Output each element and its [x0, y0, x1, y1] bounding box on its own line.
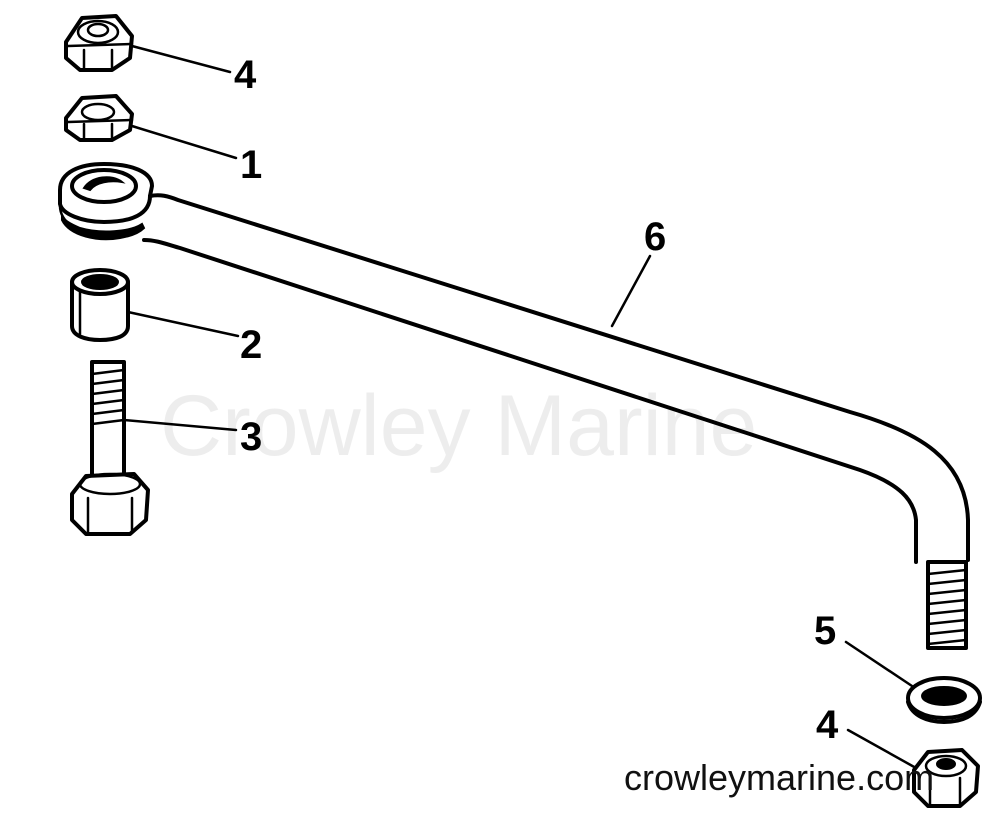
callout-2: 2 — [240, 323, 262, 367]
part-washer — [906, 676, 982, 724]
callout-5: 5 — [814, 609, 836, 653]
part-bolt — [70, 360, 150, 536]
part-spacer — [70, 268, 130, 342]
website-text: crowleymarine.com — [624, 757, 934, 798]
part-lock-nut-bottom — [912, 748, 980, 808]
watermark-text: Crowley Marine — [160, 378, 757, 474]
callout-4-bottom: 4 — [816, 703, 839, 747]
part-link-rod — [58, 162, 970, 650]
callout-1: 1 — [240, 143, 262, 187]
leader-lines — [122, 44, 918, 770]
callout-3: 3 — [240, 415, 262, 459]
callout-4-top: 4 — [234, 53, 257, 97]
part-lock-nut-top — [64, 14, 134, 72]
callout-6: 6 — [644, 215, 666, 259]
part-hex-nut — [64, 94, 134, 142]
